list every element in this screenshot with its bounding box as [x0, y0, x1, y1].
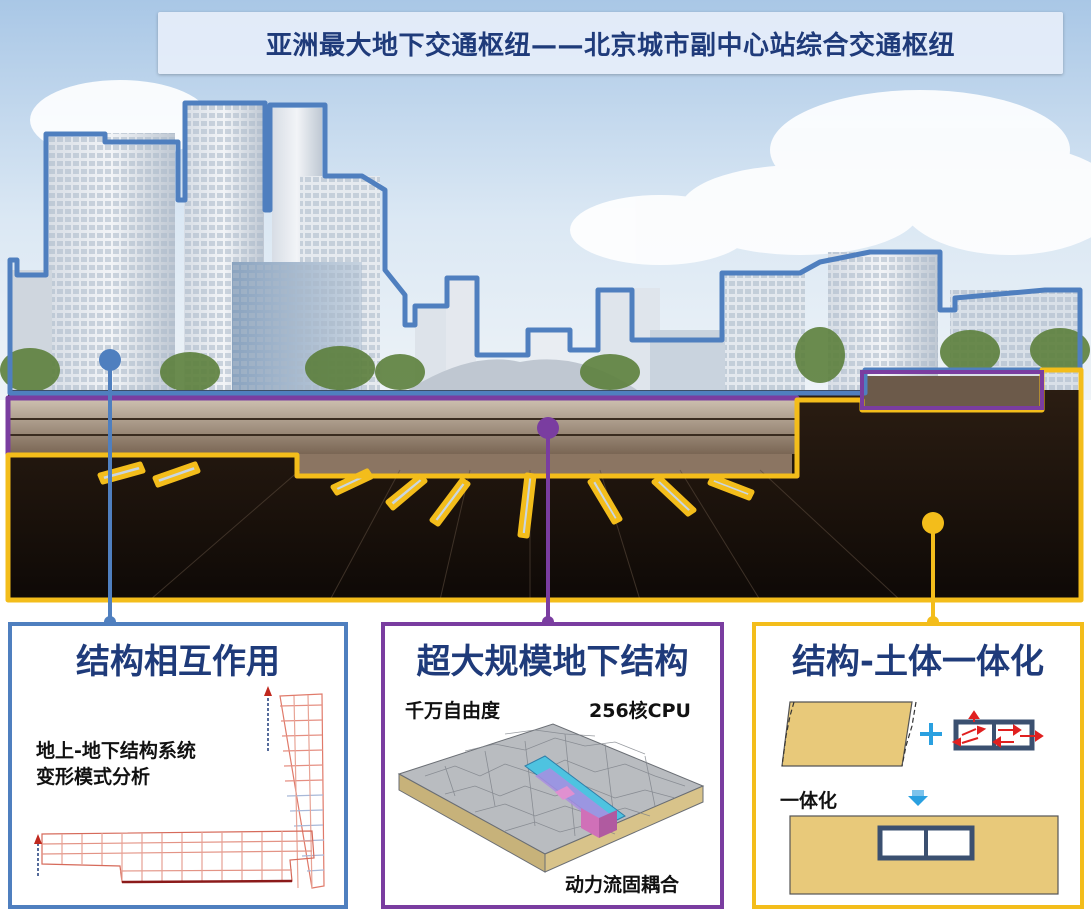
dof-label: 千万自由度 — [405, 700, 501, 722]
trees — [0, 327, 1090, 392]
force-arrows — [951, 710, 1044, 748]
panel-structure-interaction: 结构相互作用 地上-地下结构系统 变形模式分析 — [8, 622, 348, 909]
page-title: 亚洲最大地下交通枢纽——北京城市副中心站综合交通枢纽 — [265, 30, 955, 61]
soil-structure-diagram — [781, 701, 1059, 895]
caption-line-2: 变形模式分析 — [36, 766, 151, 788]
plus-icon — [920, 723, 942, 745]
title-banner: 亚洲最大地下交通枢纽——北京城市副中心站综合交通枢纽 — [158, 12, 1063, 74]
coupling-label: 动力流固耦合 — [565, 874, 680, 896]
integration-label: 一体化 — [780, 790, 838, 812]
hero-svg — [0, 0, 1091, 603]
panel-title: 超大规模地下结构 — [416, 642, 689, 682]
blue-marker-dot — [99, 349, 121, 371]
down-arrow-icon — [908, 790, 928, 806]
deformation-mesh — [34, 686, 325, 889]
caption-line-1: 地上-地下结构系统 — [36, 740, 196, 762]
panel-large-scale-underground: 超大规模地下结构 千万自由度 256核CPU 动力流固耦合 — [381, 622, 724, 909]
panel-structure-soil: 结构-土体一体化 一体化 — [752, 622, 1084, 909]
panel-title: 结构相互作用 — [76, 642, 280, 682]
cpu-label: 256核CPU — [589, 700, 691, 722]
yellow-marker-dot — [922, 512, 944, 534]
skyline-buildings — [12, 102, 1078, 393]
fem-model — [397, 723, 705, 873]
purple-marker-dot — [537, 417, 559, 439]
hero-cross-section — [0, 0, 1091, 603]
annex-outline — [860, 370, 1044, 410]
panel-title: 结构-土体一体化 — [791, 642, 1045, 682]
aboveground-outline — [7, 100, 1083, 396]
underground-concourse — [10, 376, 1042, 474]
